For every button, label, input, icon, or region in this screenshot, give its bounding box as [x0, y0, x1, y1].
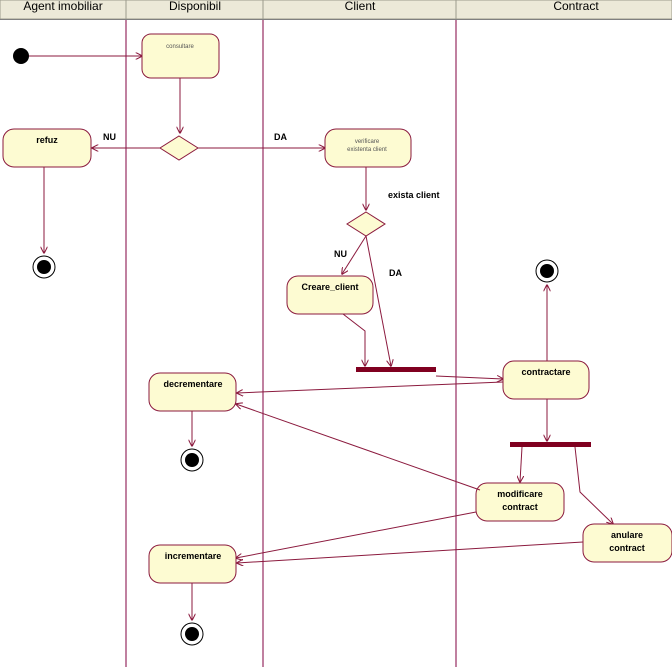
activity-decrementare-label: decrementare	[163, 379, 222, 389]
guard-da-1: DA	[274, 132, 287, 142]
activity-modificare-contract	[475, 482, 565, 522]
fork-bar	[510, 442, 591, 447]
activity-consultare-label: consultare	[166, 44, 194, 50]
activity-refuz	[2, 128, 92, 168]
guard-nu-1: NU	[103, 132, 116, 142]
activity-anulare-label-2: contract	[609, 543, 645, 553]
lane-header-contract: Contract	[553, 0, 599, 13]
activity-refuz-label: refuz	[36, 135, 58, 145]
activity-modificare-label-1: modificare	[497, 489, 543, 499]
decision-node	[346, 211, 386, 237]
activity-creare-client	[286, 275, 374, 315]
activity-consultare	[141, 33, 220, 79]
lane-header-disponibil: Disponibil	[169, 0, 221, 13]
guard-exista-client: exista client	[388, 190, 440, 200]
activity-contractare-label: contractare	[521, 367, 570, 377]
activity-creare-client-label: Creare_client	[301, 282, 358, 292]
join-bar	[356, 367, 436, 372]
activity-anulare-label-1: anulare	[611, 530, 643, 540]
activity-modificare-label-2: contract	[502, 502, 538, 512]
activity-verificare-label-1: verificare	[355, 139, 380, 145]
lane-header-agent: Agent imobiliar	[23, 0, 102, 13]
activity-incrementare-label: incrementare	[165, 551, 222, 561]
guard-da-2: DA	[389, 268, 402, 278]
lane-header-client: Client	[345, 0, 376, 13]
activity-anulare-contract	[582, 523, 672, 563]
activity-verificare	[324, 128, 412, 168]
initial-node	[13, 48, 29, 64]
guard-nu-2: NU	[334, 249, 347, 259]
decision-node	[159, 135, 199, 161]
activity-contractare	[502, 360, 590, 400]
activity-verificare-label-2: existenta client	[347, 147, 387, 153]
